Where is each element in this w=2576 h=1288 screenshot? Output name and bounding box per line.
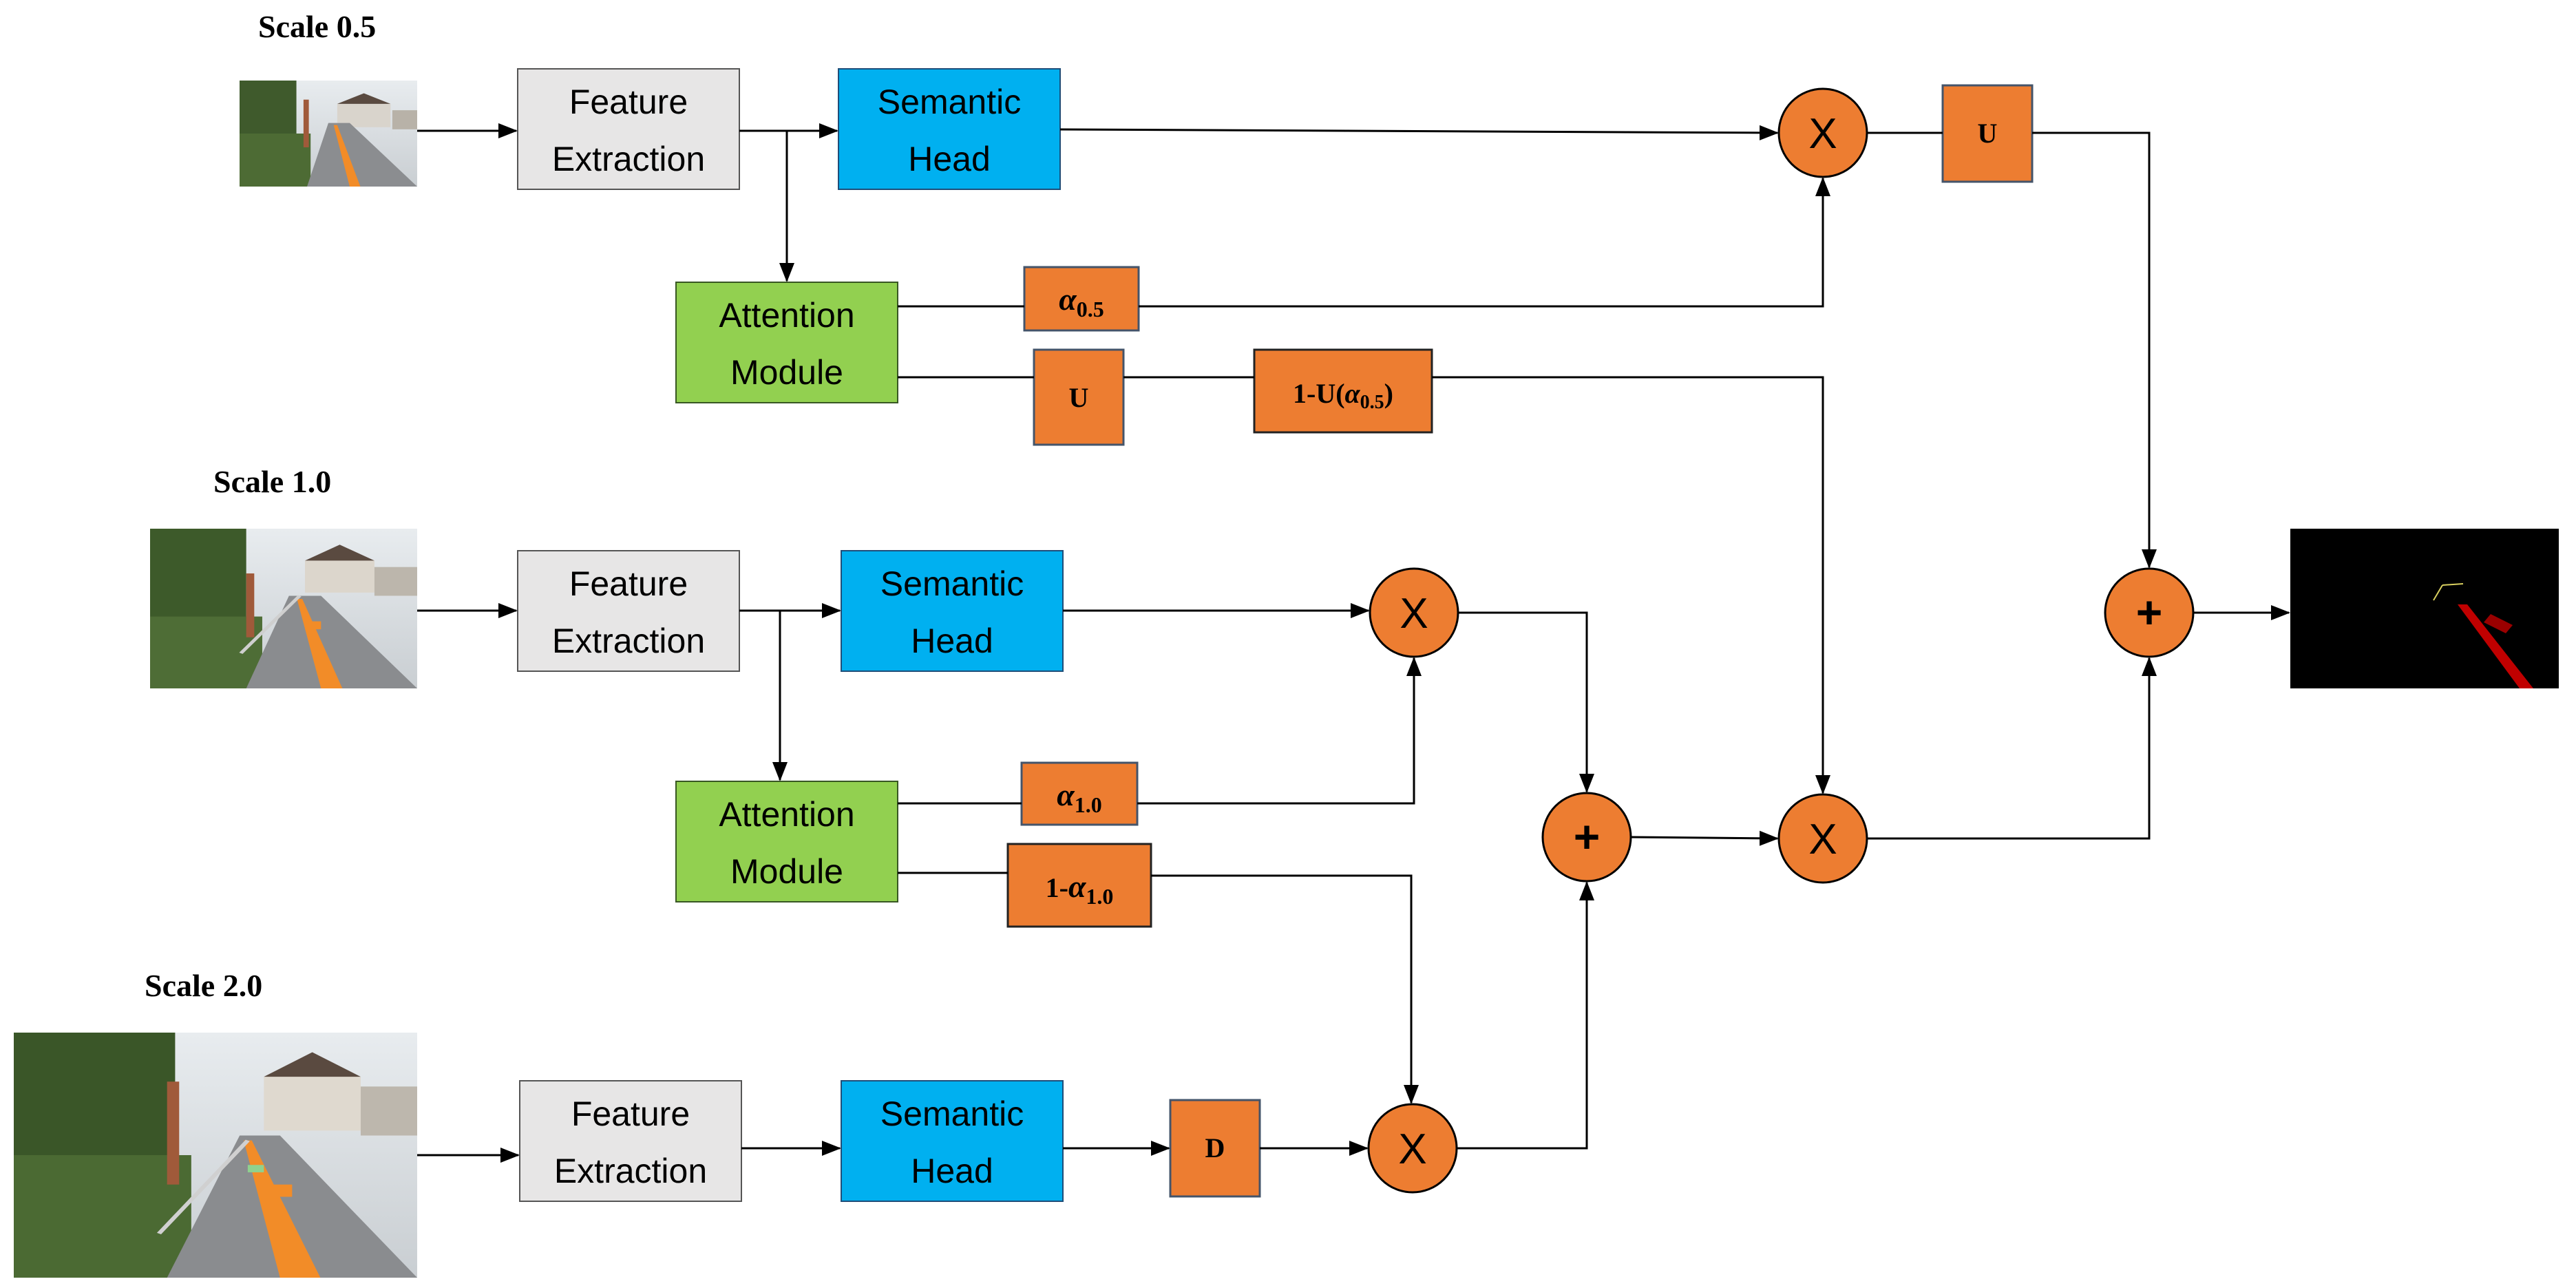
svg-text:+: + xyxy=(1574,811,1601,862)
alpha-0.5-weight: α0.5 xyxy=(1023,266,1140,332)
output-segmentation-image xyxy=(2290,529,2559,688)
svg-text:α0.5: α0.5 xyxy=(1059,282,1104,321)
svg-text:U: U xyxy=(1978,118,1998,149)
svg-text:Extraction: Extraction xyxy=(554,1152,707,1190)
svg-text:Extraction: Extraction xyxy=(552,140,705,178)
scale-1.0-label: Scale 1.0 xyxy=(213,464,331,499)
input-image-scale-0.5 xyxy=(240,81,417,187)
one-minus-alpha-1.0: 1-α1.0 xyxy=(1006,843,1152,928)
svg-text:X: X xyxy=(1808,110,1837,158)
semantic-head-scale-2.0: Semantic Head xyxy=(841,1080,1064,1202)
multiply-op-scale-2.0: X xyxy=(1367,1103,1458,1194)
attention-module-scale-1.0: Attention Module xyxy=(675,781,898,902)
alpha-1.0-weight: α1.0 xyxy=(1020,761,1139,826)
svg-text:+: + xyxy=(2136,587,2163,637)
upsample-attention-0.5: U xyxy=(1033,348,1125,446)
feature-extraction-scale-2.0: Feature Extraction xyxy=(519,1080,742,1202)
multiply-op-scale-0.5: X xyxy=(1777,87,1868,178)
attention-module-scale-0.5: Attention Module xyxy=(675,282,898,403)
svg-text:Head: Head xyxy=(908,140,991,178)
svg-text:α1.0: α1.0 xyxy=(1057,777,1101,817)
connectors xyxy=(417,123,2290,1163)
one-minus-upsampled-alpha-0.5: 1-U(α0.5) xyxy=(1253,348,1433,434)
svg-text:Feature: Feature xyxy=(569,83,688,121)
svg-text:Semantic: Semantic xyxy=(880,564,1024,603)
scale-2.0-label: Scale 2.0 xyxy=(145,968,262,1003)
svg-text:1-U(α0.5): 1-U(α0.5) xyxy=(1293,378,1393,413)
svg-text:Extraction: Extraction xyxy=(552,622,705,660)
svg-text:Feature: Feature xyxy=(569,564,688,603)
svg-text:Semantic: Semantic xyxy=(880,1095,1024,1133)
svg-text:Module: Module xyxy=(730,852,843,891)
downsample-scale-2.0: D xyxy=(1169,1099,1261,1198)
feature-extraction-scale-0.5: Feature Extraction xyxy=(517,68,740,190)
svg-text:Attention: Attention xyxy=(719,296,854,335)
svg-text:Head: Head xyxy=(911,1152,993,1190)
svg-text:X: X xyxy=(1398,1126,1426,1173)
svg-text:X: X xyxy=(1400,590,1428,637)
multiply-op-scale-1.0: X xyxy=(1369,567,1459,658)
feature-extraction-scale-1.0: Feature Extraction xyxy=(517,550,740,672)
svg-text:1-α1.0: 1-α1.0 xyxy=(1046,869,1114,909)
svg-text:D: D xyxy=(1205,1132,1225,1163)
semantic-head-scale-0.5: Semantic Head xyxy=(838,68,1061,190)
input-image-scale-1.0 xyxy=(150,529,417,688)
svg-text:Attention: Attention xyxy=(719,795,854,834)
svg-text:Head: Head xyxy=(911,622,993,660)
multiply-op-merge: X xyxy=(1777,793,1868,884)
add-op-final: + xyxy=(2104,567,2195,658)
scale-0.5-label: Scale 0.5 xyxy=(258,9,376,44)
upsample-output-0.5: U xyxy=(1941,84,2034,183)
svg-text:X: X xyxy=(1808,816,1837,863)
svg-text:Semantic: Semantic xyxy=(878,83,1021,121)
add-op-scale-1.0-2.0: + xyxy=(1541,792,1632,883)
input-image-scale-2.0 xyxy=(14,1033,417,1278)
svg-text:U: U xyxy=(1069,382,1089,413)
svg-text:Feature: Feature xyxy=(571,1095,690,1133)
semantic-head-scale-1.0: Semantic Head xyxy=(841,550,1064,672)
svg-text:Module: Module xyxy=(730,353,843,392)
